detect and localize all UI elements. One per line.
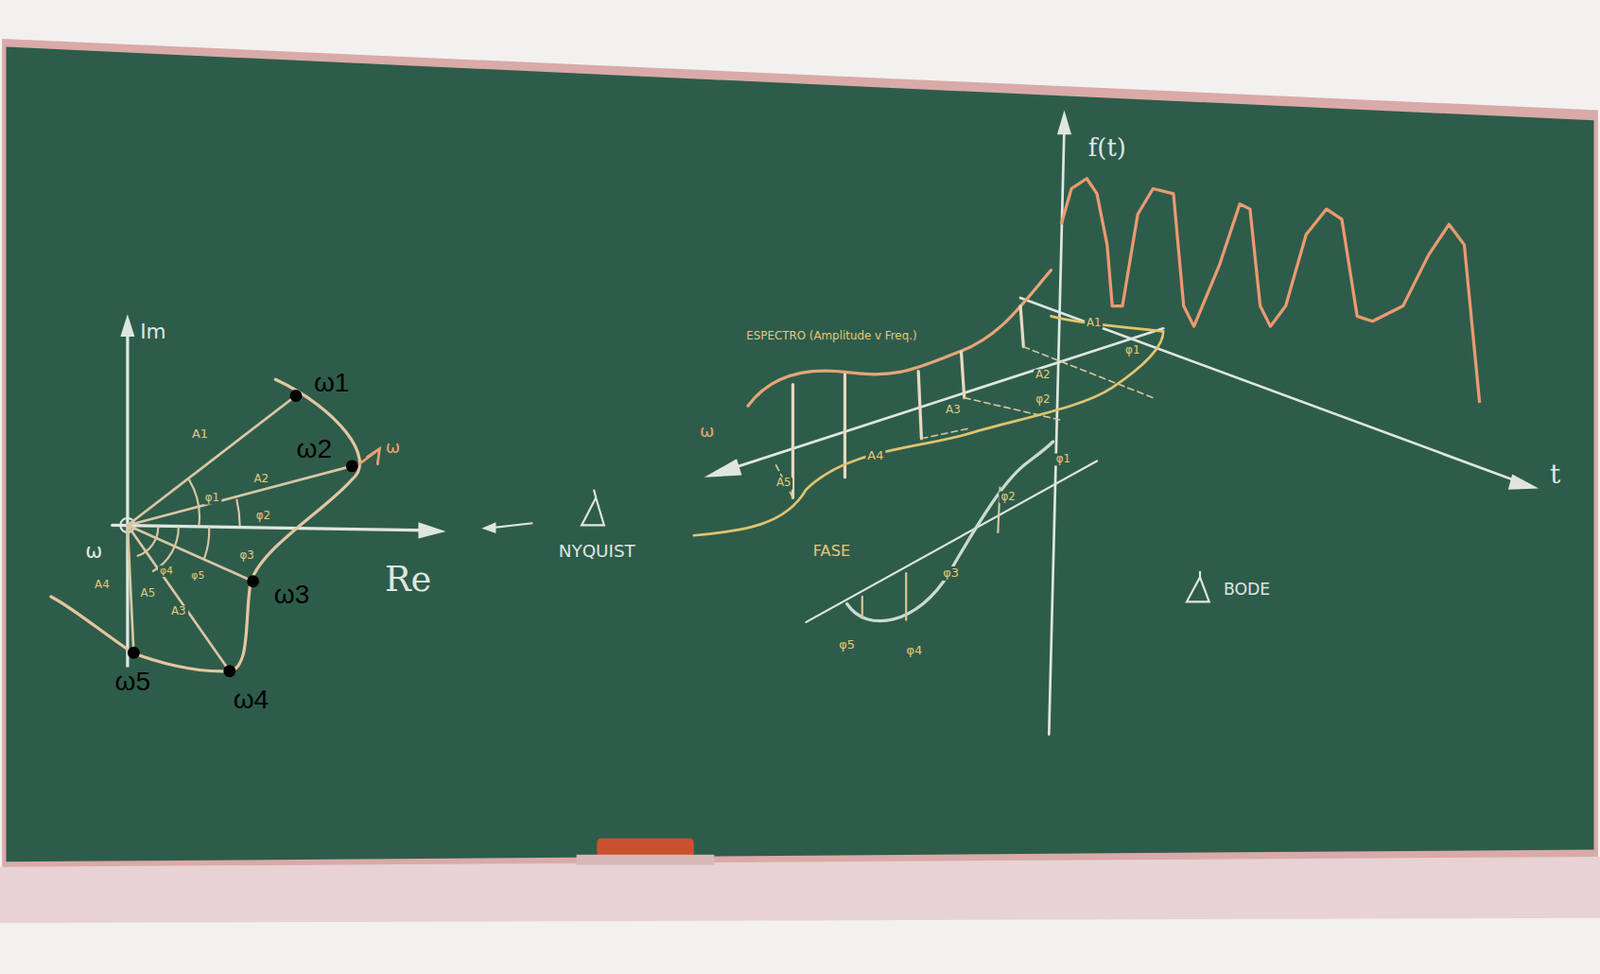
frequency-label: ω1 [312, 367, 352, 398]
board-frame [1, 38, 1599, 870]
phase-curve [847, 441, 1054, 622]
angle-arcs-part [236, 499, 240, 525]
angle-arcs-part [204, 527, 209, 559]
amplitude-label: A1 [190, 426, 210, 440]
phase-lines [862, 487, 1001, 621]
axis-label: Re [382, 560, 434, 599]
chalk-ledge [0, 856, 1600, 923]
phase-label: φ4 [157, 565, 175, 577]
phase-label: φ3 [237, 550, 256, 563]
frequency-dots-part [346, 459, 359, 472]
re-arrowhead [417, 521, 446, 539]
phase-label: φ1 [1123, 345, 1142, 358]
im-arrowhead [120, 313, 135, 337]
phase-label: φ2 [254, 509, 273, 522]
direction-label: ω [383, 437, 402, 457]
phase-label: φ5 [189, 570, 207, 582]
axis-label: ω [697, 421, 716, 441]
amplitude-label: A5 [139, 587, 158, 600]
transform-arrow [481, 521, 533, 534]
angle-arcs [138, 479, 241, 572]
phase-lines-part [968, 537, 971, 539]
eraser-base [576, 854, 715, 866]
phasor-vectors-part [127, 524, 230, 671]
axis-label: ω [83, 539, 105, 563]
frequency-dots-part [127, 646, 140, 660]
omega-arrowhead [704, 458, 743, 477]
amplitude-label: A5 [774, 477, 794, 490]
phase-label: φ1 [203, 491, 222, 505]
nyquist-curve [51, 379, 360, 672]
frequency-label: ω4 [231, 685, 272, 715]
spectrum-note: ESPECTRO (Amplitude v Freq.) [744, 330, 919, 344]
ft-arrowhead [1057, 109, 1072, 135]
frequency-dots-part [223, 664, 236, 678]
amplitude-label: A4 [865, 449, 886, 463]
phase-label: φ1 [1054, 452, 1073, 466]
phasor-vectors [127, 395, 352, 671]
phase-label: φ3 [940, 566, 961, 580]
angle-arcs-part [189, 479, 200, 526]
amplitude-label: A4 [92, 579, 112, 592]
amplitude-label: A1 [1084, 317, 1104, 331]
phase-label: φ5 [836, 638, 857, 652]
board-surface [5, 47, 1594, 863]
spectral-lines-part [918, 371, 922, 439]
eraser [596, 838, 695, 857]
frequency-dots-part [289, 389, 302, 402]
amplitude-label: A2 [251, 473, 271, 487]
frequency-dots-part [246, 574, 260, 588]
amplitude-label: A3 [169, 606, 189, 619]
phasor-vectors-part [127, 466, 352, 526]
phase-label: φ2 [998, 490, 1017, 504]
time-signal [1060, 178, 1479, 403]
spectral-lines-part [1020, 306, 1024, 348]
frequency-dots [127, 389, 359, 678]
direction-arrow [359, 449, 381, 465]
spectrum-3d [694, 109, 1539, 734]
nyquist-plot [51, 313, 447, 678]
t-arrowhead [1508, 474, 1539, 490]
frequency-label: ω2 [295, 434, 335, 464]
axis-label: Im [138, 320, 168, 344]
omega-axis [730, 328, 1165, 470]
phase-label: φ4 [904, 643, 924, 658]
spectral-lines-part [843, 374, 847, 478]
amplitude-label: A3 [943, 403, 963, 417]
amplitude-projection-curve [694, 315, 1164, 536]
transform-arrow-part [481, 521, 496, 534]
axis-label: t [1547, 459, 1563, 489]
bode-triangle-symbol [1186, 571, 1210, 602]
plot-name: BODE [1221, 579, 1272, 598]
phase-lines-part [861, 596, 864, 619]
spectral-lines-part [960, 351, 964, 399]
phase-title: FASE [811, 542, 853, 560]
spectrum-projections-part [921, 428, 970, 439]
phase-lines-part [904, 573, 907, 621]
axis-label: f(t) [1086, 134, 1129, 161]
im-axis [125, 328, 129, 674]
angle-arcs-part [138, 527, 159, 557]
phasor-vectors-part [127, 395, 296, 525]
frequency-label: ω5 [113, 666, 154, 696]
amplitude-label: A2 [1033, 369, 1053, 383]
nyquist-triangle-symbol [581, 489, 605, 526]
phase-label: φ2 [1033, 393, 1052, 406]
phase-axis [805, 460, 1097, 622]
spectrum-projections [775, 347, 1153, 499]
frequency-label: ω3 [272, 580, 313, 610]
phasor-vectors-part [127, 524, 134, 653]
plot-name: NYQUIST [556, 541, 638, 561]
re-axis [112, 524, 430, 530]
